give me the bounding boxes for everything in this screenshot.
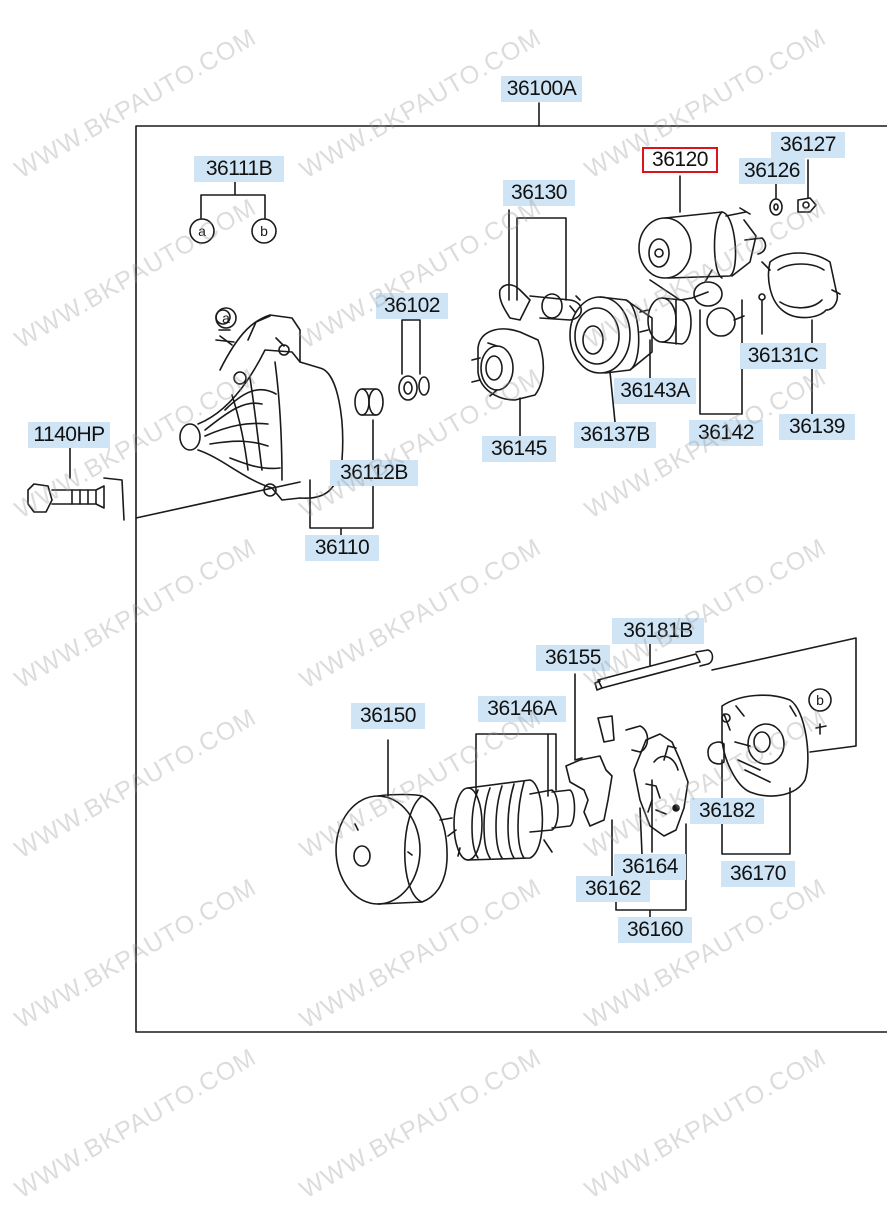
callout-36112B[interactable]: 36112B [330, 460, 418, 486]
marker-b-lower-letter: b [816, 692, 824, 708]
callout-36120-selected[interactable]: 36120 [642, 147, 718, 173]
washers-drawing [398, 375, 430, 401]
callout-36155[interactable]: 36155 [536, 645, 610, 671]
callout-36111B[interactable]: 36111B [194, 156, 284, 182]
bolt-drawing [27, 483, 105, 513]
callout-36162[interactable]: 36162 [576, 876, 650, 902]
nut-drawing [769, 197, 817, 216]
gear-drawing [639, 297, 692, 345]
callout-36150[interactable]: 36150 [351, 703, 425, 729]
callout-36182[interactable]: 36182 [690, 798, 764, 824]
marker-a-letter: a [198, 223, 206, 239]
callout-36146A[interactable]: 36146A [478, 696, 566, 722]
marker-a [189, 218, 215, 244]
callout-36170[interactable]: 36170 [721, 861, 795, 887]
callout-36127[interactable]: 36127 [771, 132, 845, 158]
solenoid-drawing [638, 207, 767, 301]
bush-drawing [354, 388, 384, 416]
marker-a-housing-letter: a [222, 310, 230, 326]
lever-drawing [498, 283, 583, 321]
callout-36139[interactable]: 36139 [779, 414, 855, 440]
callout-36131C[interactable]: 36131C [740, 343, 826, 369]
callout-1140HP[interactable]: 1140HP [28, 422, 110, 448]
bolt-frame [711, 637, 857, 753]
callout-36110[interactable]: 36110 [305, 535, 379, 561]
callout-36100A[interactable]: 36100A [501, 76, 582, 102]
callout-36137B[interactable]: 36137B [574, 422, 656, 448]
spring-drawing [758, 293, 766, 301]
marker-b [251, 218, 277, 244]
callout-36160[interactable]: 36160 [618, 917, 692, 943]
callout-36164[interactable]: 36164 [614, 854, 686, 880]
marker-b-lower [808, 688, 832, 712]
armature-drawing [439, 779, 576, 861]
rear-bracket-drawing [707, 694, 809, 797]
brush-holder-drawing [565, 715, 689, 837]
yoke-drawing [335, 793, 448, 905]
callout-36145[interactable]: 36145 [482, 436, 556, 462]
callout-36181B[interactable]: 36181B [612, 618, 704, 644]
assembly-frame [135, 125, 887, 1033]
dust-cover-drawing [761, 252, 841, 319]
callout-36102[interactable]: 36102 [376, 293, 448, 319]
clutch-drawing [569, 295, 653, 374]
callout-36142[interactable]: 36142 [689, 420, 763, 446]
callout-36143A[interactable]: 36143A [614, 378, 696, 404]
drive-drawing [693, 269, 745, 337]
marker-a-housing [215, 307, 237, 329]
callout-36126[interactable]: 36126 [739, 158, 805, 184]
through-bolt-drawing [594, 649, 714, 691]
front-housing-drawing [179, 309, 344, 501]
callout-36130[interactable]: 36130 [503, 180, 575, 206]
marker-b-letter: b [260, 223, 268, 239]
pinion-drawing [471, 328, 545, 401]
